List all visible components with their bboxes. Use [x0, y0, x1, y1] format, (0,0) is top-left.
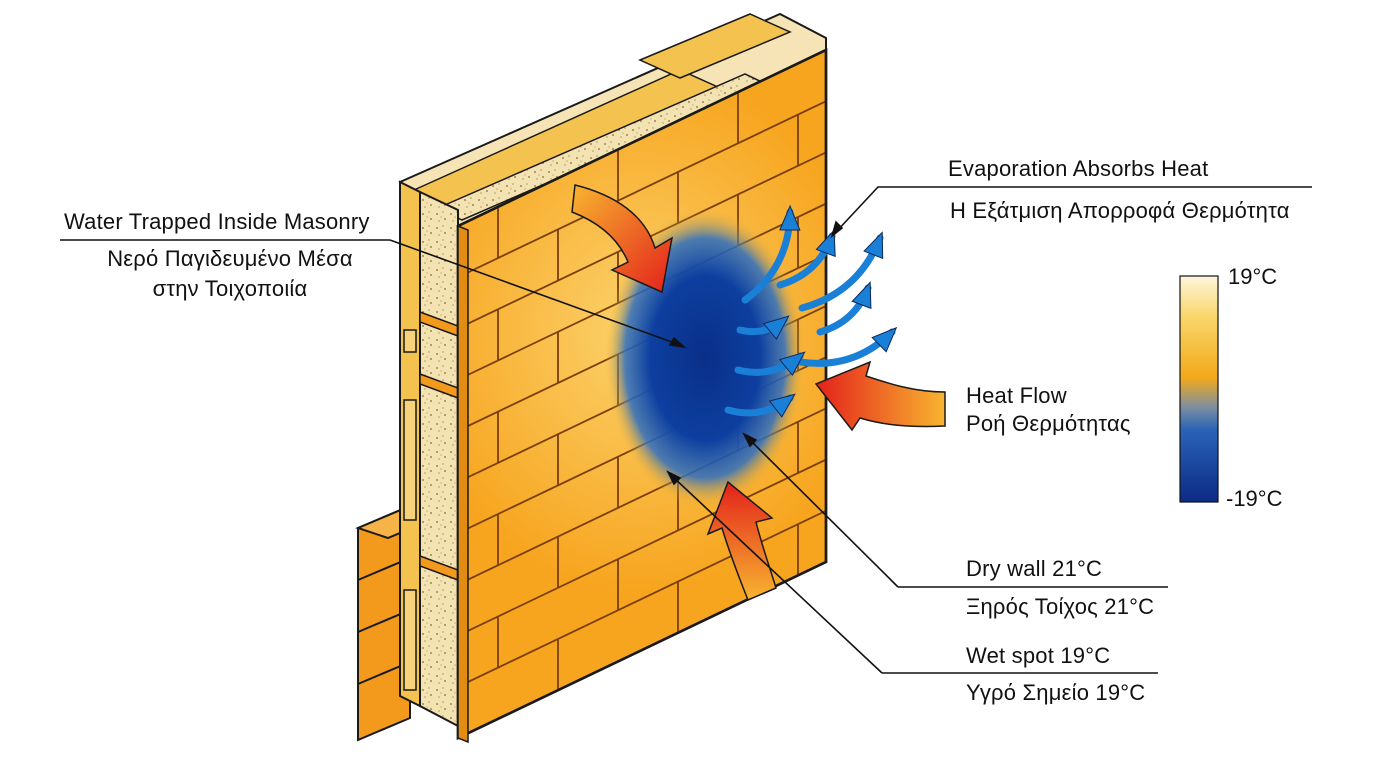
scale-bar [1179, 275, 1219, 503]
heat-flow-label-el: Ροή Θερμότητας [966, 411, 1131, 436]
mortar-bed-joint [458, 458, 826, 637]
evaporation-arrow-head [768, 393, 796, 418]
water-trapped-label-el-1: Νερό Παγιδευμένο Μέσα [107, 246, 353, 271]
heat-flow-label-en: Heat Flow [966, 383, 1067, 408]
evaporation-arrow-head [815, 229, 836, 258]
water-trapped-label-el-2: στην Τοιχοποιία [152, 276, 308, 301]
mortar-bed-joint [458, 509, 826, 688]
scale-max-label: 19°C [1228, 264, 1278, 289]
evaporation-arrow-head [863, 231, 884, 260]
evaporation-arrows [724, 204, 898, 418]
dry-wall-label-el: Ξηρός Τοίχος 21°C [966, 594, 1155, 619]
evaporation-arrow-head [762, 315, 790, 341]
evaporation-arrow-head [779, 204, 801, 231]
evaporation-arrow-head [778, 351, 806, 377]
evaporation-arrow-head [851, 281, 872, 310]
wall-layers [398, 12, 827, 728]
wet-spot-label-en: Wet spot 19°C [966, 643, 1111, 668]
water-trapped-label-en: Water Trapped Inside Masonry [64, 209, 370, 234]
leader-lines [60, 186, 1312, 674]
evaporation-label-en: Evaporation Absorbs Heat [948, 156, 1209, 181]
scale-min-label: -19°C [1226, 486, 1283, 511]
dry-wall-label-en: Dry wall 21°C [966, 556, 1103, 581]
evaporation-arrow-head [871, 326, 898, 353]
mortar-bed-joint [458, 100, 826, 279]
temperature-scale [1179, 275, 1219, 503]
evaporation-label-el: Η Εξάτμιση Απορροφά Θερμότητα [950, 198, 1290, 223]
wet-spot-label-el: Υγρό Σημείο 19°C [966, 680, 1146, 705]
